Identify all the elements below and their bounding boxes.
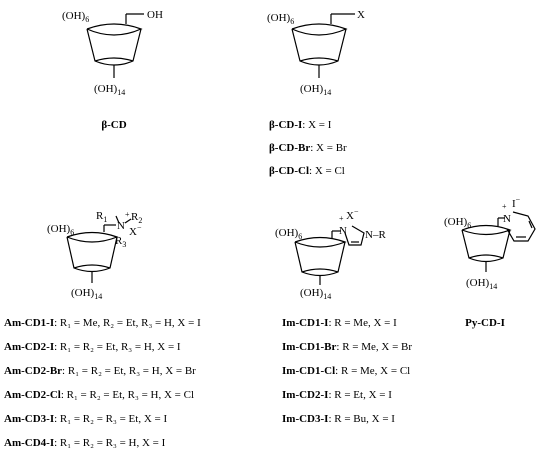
bcd-oh-top: (OH)6 <box>62 10 89 24</box>
py-oh-bottom: (OH)14 <box>466 277 497 291</box>
legend-entry: Am-CD2-Cl: R₁ = R₂ = Et, R₃ = H, X = Cl <box>4 389 194 401</box>
am-plus: + <box>125 210 130 219</box>
im-cone <box>294 236 347 277</box>
im-ring <box>344 225 365 246</box>
am-oh-bottom: (OH)14 <box>71 287 102 301</box>
legend-entry: β-CD-Cl: X = Cl <box>269 165 345 177</box>
am-r3: R3 <box>115 235 126 249</box>
py-plus: + <box>502 202 507 211</box>
bcdx-cone <box>291 23 348 66</box>
py-i-minus: I− <box>512 195 521 210</box>
im-oh-bottom: (OH)14 <box>300 287 331 301</box>
im-legend: Im-CD1-I: R = Me, X = I Im-CD1-Br: R = M… <box>282 317 412 425</box>
am-n-atom: N <box>117 220 125 232</box>
im-cd-structure: (OH)6 N + X− N–R (OH)14 <box>275 207 386 301</box>
legend-entry: Im-CD1-Br: R = Me, X = Br <box>282 341 412 353</box>
py-ring <box>506 211 536 242</box>
legend-entry: Im-CD1-Cl: R = Me, X = Cl <box>282 365 410 377</box>
im-plus: + <box>339 214 344 223</box>
im-n-plus: N <box>339 225 347 237</box>
py-cd-structure: (OH)6 N + I− (OH)14 Py-CD-I <box>444 195 536 329</box>
am-legend: Am-CD1-I: R₁ = Me, R₂ = Et, R₃ = H, X = … <box>4 317 201 449</box>
legend-entry: Am-CD2-I: R₁ = R₂ = Et, R₃ = H, X = I <box>4 341 181 353</box>
py-n-atom: N <box>503 213 511 225</box>
im-oh-top: (OH)6 <box>275 227 302 241</box>
bcd-label: β-CD <box>101 119 126 131</box>
bcd-oh-bottom: (OH)14 <box>94 83 125 97</box>
am-r2: R2 <box>131 211 142 225</box>
bcdx-oh-bottom: (OH)14 <box>300 83 331 97</box>
py-label: Py-CD-I <box>465 317 505 329</box>
py-oh-top: (OH)6 <box>444 216 471 230</box>
bcdx-oh-top: (OH)6 <box>267 12 294 26</box>
legend-entry: Am-CD1-I: R₁ = Me, R₂ = Et, R₃ = H, X = … <box>4 317 201 329</box>
am-x-minus: X− <box>129 223 142 238</box>
legend-entry: Im-CD3-I: R = Bu, X = I <box>282 413 395 425</box>
am-cd-structure: (OH)6 R1 N + R2 X− R3 (OH)14 <box>47 210 142 301</box>
legend-entry: Am-CD2-Br: R₁ = R₂ = Et, R₃ = H, X = Br <box>4 365 196 377</box>
bcd-oh-side: OH <box>147 9 163 21</box>
am-bond-r1 <box>115 215 120 224</box>
im-x-minus: X− <box>346 207 359 222</box>
py-ring-double <box>528 220 533 229</box>
bcdx-x-group: X <box>357 9 365 21</box>
legend-entry: β-CD-I: X = I <box>269 119 332 131</box>
am-r1: R1 <box>96 210 107 224</box>
bcd-cone <box>86 23 143 66</box>
am-bond-r2 <box>124 218 132 224</box>
legend-entry: Im-CD1-I: R = Me, X = I <box>282 317 397 329</box>
legend-entry: Am-CD4-I: R₁ = R₂ = R₃ = H, X = I <box>4 437 166 449</box>
legend-entry: Am-CD3-I: R₁ = R₂ = R₃ = Et, X = I <box>4 413 167 425</box>
im-n-r: N–R <box>365 229 386 241</box>
bcdx-legend: β-CD-I: X = I β-CD-Br: X = Br β-CD-Cl: X… <box>269 119 347 177</box>
legend-entry: Im-CD2-I: R = Et, X = I <box>282 389 392 401</box>
am-cone <box>66 231 119 273</box>
beta-cd-structure: (OH)6 OH (OH)14 β-CD <box>62 9 163 131</box>
legend-entry: β-CD-Br: X = Br <box>269 142 347 154</box>
py-cone <box>461 224 512 263</box>
am-oh-top: (OH)6 <box>47 223 74 237</box>
beta-cd-x-structure: (OH)6 X (OH)14 <box>267 9 365 97</box>
